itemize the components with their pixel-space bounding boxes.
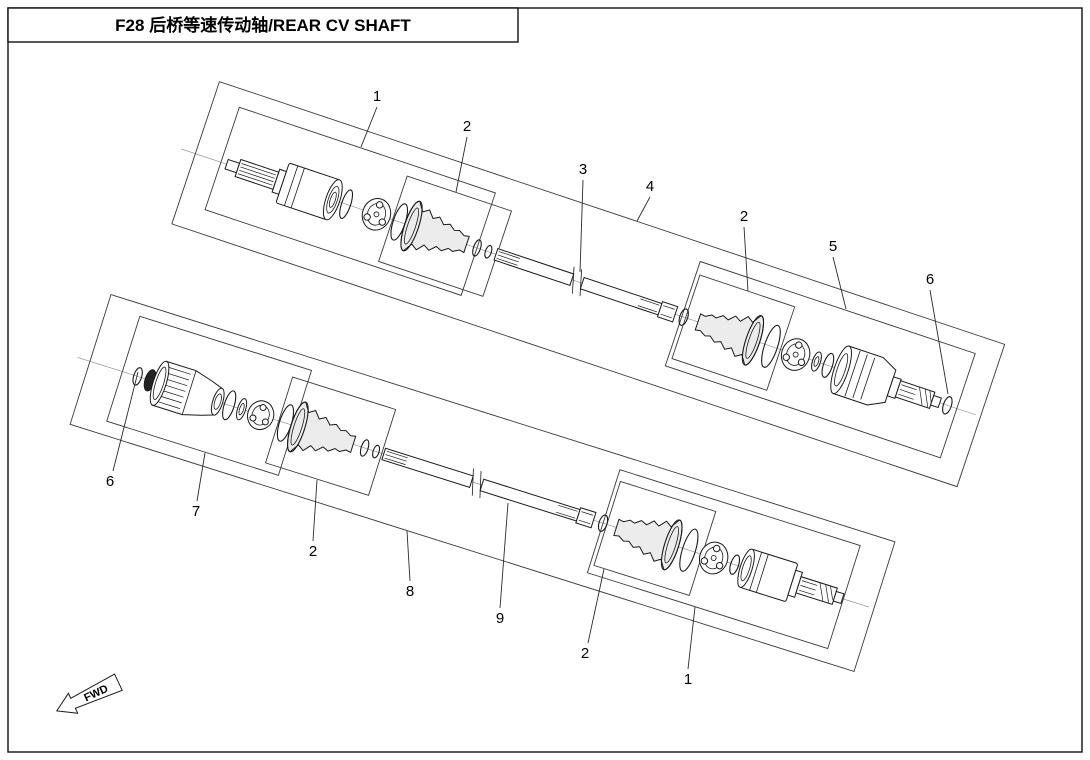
callout-upper-6: 6 [926, 271, 934, 288]
boot-ring-large [679, 528, 699, 572]
fwd-arrow-shape [55, 673, 123, 714]
callout-lower-1: 1 [684, 671, 692, 688]
leader-lines [112, 106, 949, 670]
callout-lower-8: 8 [406, 583, 414, 600]
circlip-small [597, 514, 609, 532]
circlip [821, 352, 835, 378]
lower-assembly [69, 294, 896, 673]
washer [811, 351, 822, 372]
drive-shaft [381, 447, 597, 529]
outer-joint-housing [830, 345, 942, 409]
break-mark [579, 269, 583, 297]
upper-assembly [171, 81, 1006, 488]
cv-boot-outer [282, 399, 362, 470]
break-mark [572, 266, 575, 294]
callout-lower-2a: 2 [309, 543, 317, 560]
fwd-label: FWD [82, 683, 110, 704]
boot-clamp-small [472, 239, 482, 257]
inner-joint-housing [275, 163, 343, 221]
cv-boot-inner [608, 502, 687, 573]
upper-inner-joint-box [204, 106, 496, 296]
callout-upper-3: 3 [579, 161, 587, 178]
outer-joint-housing [149, 360, 225, 416]
callout-lower-7: 7 [192, 503, 200, 520]
callout-upper-1: 1 [373, 88, 381, 105]
circlip [729, 554, 741, 575]
retainer-ring-small [484, 244, 493, 259]
title-block: F28 后桥等速传动轴/REAR CV SHAFT [7, 7, 519, 43]
callout-upper-4: 4 [646, 178, 654, 195]
page-border [7, 7, 1083, 753]
inner-joint-housing [737, 548, 845, 605]
snap-ring [339, 189, 354, 220]
castellated-nut [247, 400, 275, 431]
break-mark [471, 468, 474, 496]
cv-boot-inner [396, 198, 476, 270]
callout-upper-2a: 2 [463, 118, 471, 135]
upper-assembly-box [171, 81, 1006, 488]
lower-assembly-box [69, 294, 896, 673]
washer [236, 398, 248, 421]
boot-ring-large [761, 324, 781, 368]
snap-ring [222, 390, 237, 421]
ball-cage-bearing [776, 334, 815, 375]
tripod-bearing [357, 194, 396, 235]
circlip-small [678, 308, 689, 326]
boot-clamp-small [359, 439, 370, 457]
callout-lower-6: 6 [106, 473, 114, 490]
page-title: F28 后桥等速传动轴/REAR CV SHAFT [115, 15, 411, 35]
tripod-bearing [695, 538, 733, 579]
callout-lower-9: 9 [496, 610, 504, 627]
drive-shaft [493, 247, 679, 323]
retainer-ring-small [372, 444, 381, 459]
fwd-arrow: FWD [55, 673, 123, 714]
callout-upper-5: 5 [829, 238, 837, 255]
lower-boot1-box [264, 376, 397, 496]
retaining-ring-end [942, 396, 953, 415]
callout-upper-2b: 2 [740, 208, 748, 225]
cv-boot-outer [689, 296, 769, 368]
lower-inner-joint-box [586, 469, 861, 650]
upper-boot2-box [671, 274, 796, 391]
title-box [7, 7, 519, 43]
callout-lower-2b: 2 [581, 645, 589, 662]
upper-outer-joint-box [664, 260, 976, 459]
callouts: 1 2 3 4 2 5 6 6 7 2 8 9 2 1 [106, 88, 934, 688]
break-mark [479, 471, 482, 498]
spline-stub-shaft [224, 158, 288, 195]
